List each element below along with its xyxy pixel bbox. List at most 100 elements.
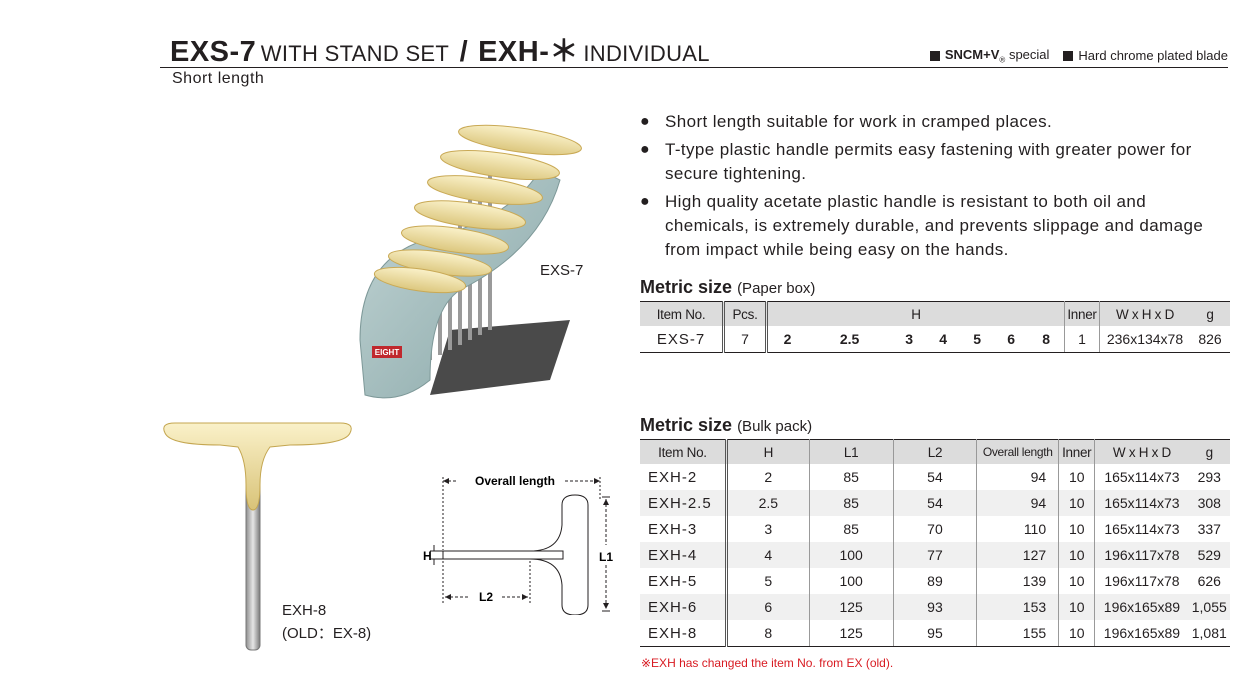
cell-g: 1,055 [1188, 594, 1230, 620]
cell-h: 4 [726, 542, 810, 568]
feature-item: ● Short length suitable for work in cram… [640, 110, 1220, 134]
bullet-dot-icon: ● [640, 113, 651, 130]
col-item: Item No. [640, 301, 725, 326]
paper-box-table: Item No. Pcs. H Inner W x H x D g EXS-7 … [640, 301, 1230, 353]
cell-size: 6 [994, 326, 1029, 353]
table-row: EXH-3 3 85 70 110 10 165x114x73 337 [640, 516, 1230, 542]
header-rule [160, 67, 1228, 68]
paper-box-heading: Metric size (Paper box) [640, 277, 815, 298]
table-header-row: Item No. H L1 L2 Overall length Inner W … [640, 439, 1230, 464]
cell-inner: 10 [1058, 568, 1096, 594]
title-set-code: EXS-7 [170, 36, 257, 68]
cell-h: 3 [726, 516, 810, 542]
cell-g: 293 [1197, 469, 1221, 485]
cell-l2: 54 [893, 464, 978, 490]
cell-size: 4 [926, 326, 961, 353]
cell-inner: 10 [1058, 516, 1096, 542]
material-badge: SNCM+V® special [929, 47, 1049, 65]
col-h: H [726, 439, 810, 464]
cell-overall: 94 [976, 464, 1060, 490]
dimension-diagram: Overall length H L1 L2 [423, 474, 613, 615]
individual-wrench-image [163, 422, 352, 651]
cell-dims: 196x165x89 [1094, 594, 1189, 620]
cell-pcs: 7 [723, 326, 768, 353]
feature-item: ● High quality acetate plastic handle is… [640, 190, 1220, 262]
table-row: EXH-4 4 100 77 127 10 196x117x78 529 [640, 542, 1230, 568]
square-bullet-icon [1063, 50, 1074, 61]
wrench-handle [163, 422, 352, 511]
cell-item: EXH-8 [640, 620, 728, 647]
cell-l2: 77 [893, 542, 978, 568]
cell-overall: 110 [976, 516, 1060, 542]
l2-dimension-label: L2 [479, 590, 493, 604]
cell-item: EXH-5 [640, 568, 728, 594]
cell-l2: 54 [893, 490, 978, 516]
bullet-dot-icon: ● [640, 193, 651, 210]
table-row: EXH-8 8 125 95 155 10 196x165x89 1,081 [640, 620, 1230, 647]
cell-inner: 1 [1064, 326, 1100, 353]
plating-badge: Hard chrome plated blade [1063, 47, 1228, 65]
cell-dims: 165x114x73 [1104, 521, 1180, 537]
page-subtitle: Short length [172, 70, 265, 87]
col-g: g [1190, 301, 1230, 326]
cell-g: 529 [1188, 542, 1230, 568]
col-overall: Overall length [976, 439, 1060, 464]
stand-set-label: EXS-7 [540, 262, 584, 279]
feature-item: ● T-type plastic handle permits easy fas… [640, 138, 1220, 186]
cell-dims: 196x117x78 [1104, 573, 1180, 589]
col-inner: Inner [1058, 439, 1096, 464]
cell-g: 1,081 [1188, 620, 1230, 647]
cell-l1: 85 [809, 516, 894, 542]
cell-l2: 93 [893, 594, 978, 620]
cell-overall: 139 [976, 568, 1060, 594]
cell-inner: 10 [1058, 620, 1096, 647]
cell-item: EXH-6 [640, 594, 728, 620]
bulk-pack-heading: Metric size (Bulk pack) [640, 415, 812, 436]
cell-l1: 85 [809, 490, 894, 516]
cell-size: 5 [960, 326, 995, 353]
cell-size: 3 [892, 326, 927, 353]
feature-text: T-type plastic handle permits easy faste… [665, 140, 1192, 183]
title-individual-code: EXH-＊ [478, 36, 579, 68]
cell-inner: 10 [1058, 490, 1096, 516]
square-bullet-icon [929, 50, 940, 61]
col-l1: L1 [809, 439, 894, 464]
bulk-pack-heading-note: (Bulk pack) [737, 418, 813, 435]
cell-l1: 100 [809, 542, 894, 568]
col-dims: W x H x D [1099, 301, 1190, 326]
table-row: EXH-6 6 125 93 153 10 196x165x89 1,055 [640, 594, 1230, 620]
cell-h: 8 [726, 620, 810, 647]
cell-dims: 165x114x73 [1094, 490, 1189, 516]
title-slash: / [459, 36, 468, 68]
bulk-pack-heading-main: Metric size [640, 415, 733, 435]
registered-mark: ® [999, 55, 1006, 65]
col-g: g [1188, 439, 1230, 464]
stand-tray [430, 320, 570, 395]
h-dimension-label: H [423, 549, 432, 563]
cell-dims: 196x165x89 [1094, 620, 1189, 647]
cell-size: 2 [766, 326, 808, 353]
table-header-row: Item No. Pcs. H Inner W x H x D g [640, 301, 1230, 326]
cell-size: 8 [1028, 326, 1066, 353]
col-inner: Inner [1064, 301, 1100, 326]
bulk-pack-table: Item No. H L1 L2 Overall length Inner W … [640, 439, 1230, 647]
cell-h: 6 [726, 594, 810, 620]
cell-dims: 165x114x73 [1104, 469, 1180, 485]
col-l2: L2 [893, 439, 978, 464]
l1-dimension-label: L1 [599, 550, 613, 564]
cell-size: 2.5 [807, 326, 893, 353]
cell-item: EXH-3 [640, 516, 728, 542]
stand-set-image: EIGHT [359, 124, 582, 399]
cell-g: 826 [1190, 326, 1230, 353]
cell-h: 5 [726, 568, 810, 594]
cell-overall: 155 [976, 620, 1060, 647]
feature-badges: SNCM+V® special Hard chrome plated blade [929, 47, 1228, 65]
cell-l1: 125 [809, 594, 894, 620]
cell-overall: 94 [976, 490, 1060, 516]
table-row: EXH-5 5 100 89 139 10 196x117x78 626 [640, 568, 1230, 594]
cell-g: 626 [1197, 573, 1221, 589]
title-set-desc: WITH STAND SET [260, 41, 450, 66]
cell-item: EXS-7 [640, 326, 725, 353]
cell-dims: 236x134x78 [1099, 326, 1190, 353]
overall-length-label: Overall length [475, 474, 555, 488]
